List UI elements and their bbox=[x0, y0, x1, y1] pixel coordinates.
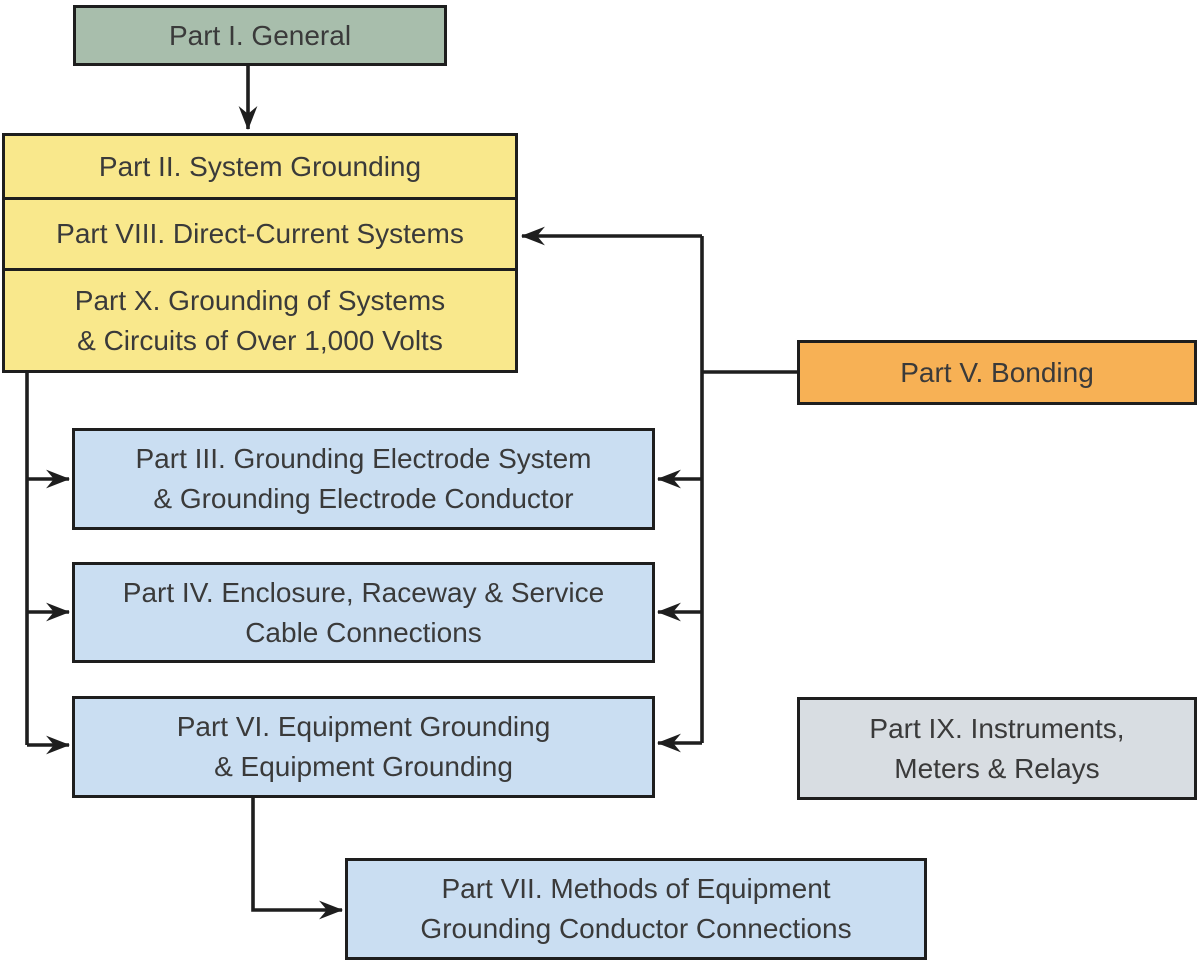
node-part-i-general: Part I. General bbox=[73, 5, 447, 66]
node-part-ix-instruments-meters-relays: Part IX. Instruments, Meters & Relays bbox=[797, 697, 1197, 800]
node-part-x-grounding-over-1000-volts: Part X. Grounding of Systems & Circuits … bbox=[5, 268, 515, 370]
node-part-ii-system-grounding: Part II. System Grounding bbox=[98, 150, 422, 182]
node-part-vi-equipment-grounding: Part VI. Equipment Grounding & Equipment… bbox=[72, 696, 655, 798]
node-part-iii-grounding-electrode: Part III. Grounding Electrode System & G… bbox=[72, 428, 655, 530]
connector-part6-to-part7-arrow bbox=[251, 798, 344, 920]
node-part-viii-direct-current-systems: Part VIII. Direct-Current Systems bbox=[5, 197, 515, 268]
group-system-grounding-stack: Part II. System Grounding Part VIII. Dir… bbox=[2, 133, 518, 373]
node-part-vii-methods-of-connections: Part VII. Methods of Equipment Grounding… bbox=[345, 858, 927, 960]
node-part-iv-enclosure-raceway-service: Part IV. Enclosure, Raceway & Service Ca… bbox=[72, 562, 655, 663]
node-part-v-bonding: Part V. Bonding bbox=[797, 340, 1197, 405]
